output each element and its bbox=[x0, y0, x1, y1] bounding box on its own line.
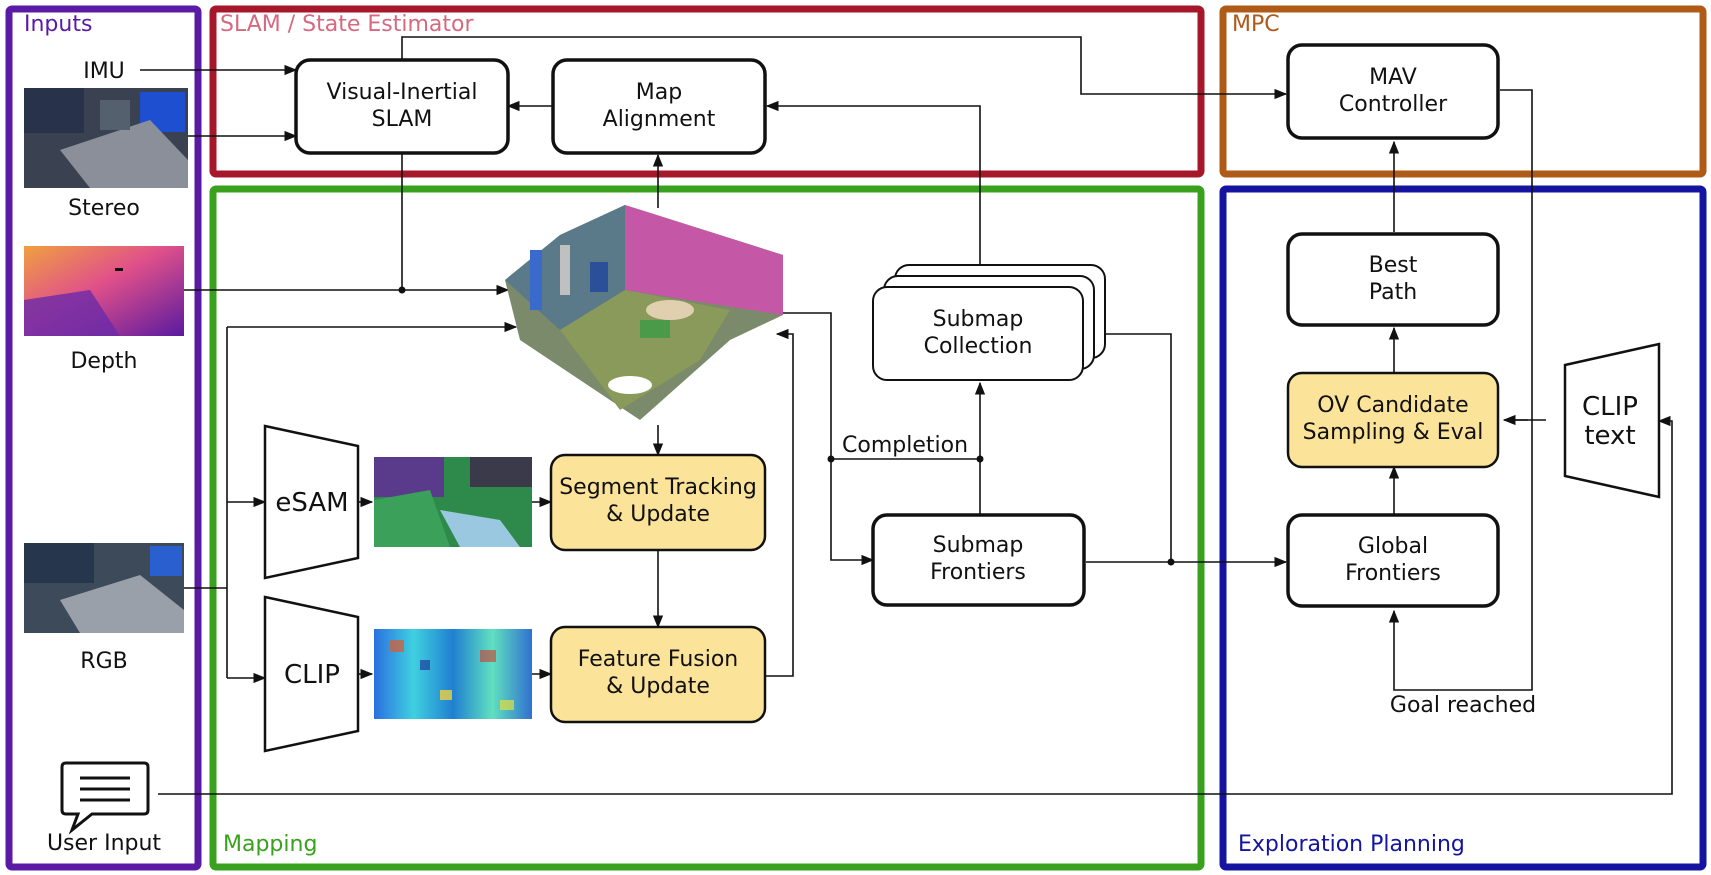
mav-controller-node bbox=[1286, 43, 1500, 140]
svg-text:Feature Fusion& Update: Feature Fusion& Update bbox=[578, 647, 739, 699]
segment-tracking-node bbox=[549, 453, 767, 552]
completion-label: Completion bbox=[842, 433, 968, 458]
submap-collection-line2: Collection bbox=[924, 334, 1033, 359]
mapping-frame bbox=[209, 185, 1205, 871]
3d-map-render bbox=[505, 205, 783, 420]
stereo-label: Stereo bbox=[68, 196, 140, 221]
slam-title: SLAM / State Estimator bbox=[220, 12, 474, 37]
vi-slam-line1: Visual-Inertial bbox=[327, 80, 478, 105]
segment-tracking-line2: & Update bbox=[606, 502, 710, 527]
feature-fusion-line2: & Update bbox=[606, 674, 710, 699]
submap-frontiers-line2: Frontiers bbox=[930, 560, 1026, 585]
segment-tracking-line1: Segment Tracking bbox=[559, 475, 757, 500]
submap-frontiers-line1: Submap bbox=[933, 533, 1024, 558]
vi-slam-node bbox=[294, 58, 510, 155]
mpc-frame bbox=[1219, 5, 1707, 178]
rgb-image bbox=[24, 543, 184, 633]
esam-label: eSAM bbox=[275, 488, 348, 518]
ov-candidate-line1: OV Candidate bbox=[1317, 393, 1468, 418]
feature-fusion-node bbox=[549, 625, 767, 724]
clip-encoder bbox=[263, 595, 360, 753]
goal-reached-label: Goal reached bbox=[1390, 693, 1536, 718]
user-input-label: User Input bbox=[47, 831, 161, 856]
depth-label: Depth bbox=[70, 349, 137, 374]
global-frontiers-node bbox=[1286, 513, 1500, 608]
chat-bubble-icon bbox=[60, 761, 150, 835]
vi-slam-line2: SLAM bbox=[372, 107, 433, 132]
submap-collection-line1: Submap bbox=[933, 307, 1024, 332]
inputs-frame bbox=[5, 5, 202, 871]
rgb-label: RGB bbox=[80, 649, 127, 674]
best-path-line1: Best bbox=[1369, 253, 1418, 278]
best-path-line2: Path bbox=[1369, 280, 1417, 305]
clip-text-line1: CLIP bbox=[1582, 392, 1638, 422]
ov-candidate-node bbox=[1286, 371, 1500, 469]
imu-label: IMU bbox=[83, 59, 125, 84]
mav-controller-line1: MAV bbox=[1369, 65, 1417, 90]
depth-image bbox=[24, 246, 184, 336]
best-path-node bbox=[1286, 232, 1500, 327]
submap-frontiers-node bbox=[871, 513, 1086, 607]
inputs-title: Inputs bbox=[24, 12, 92, 37]
slam-frame bbox=[209, 5, 1205, 178]
exploration-title: Exploration Planning bbox=[1238, 832, 1465, 857]
exploration-frame bbox=[1219, 185, 1707, 871]
feature-heatmap-image bbox=[374, 629, 532, 719]
esam-encoder bbox=[263, 424, 360, 580]
clip-text-line2: text bbox=[1584, 421, 1635, 451]
submap-collection-node bbox=[872, 264, 1106, 381]
stereo-image bbox=[24, 88, 188, 188]
clip-label: CLIP bbox=[284, 660, 340, 690]
clip-text-encoder bbox=[1563, 342, 1661, 499]
map-alignment-line1: Map bbox=[636, 80, 682, 105]
global-frontiers-line2: Frontiers bbox=[1345, 561, 1441, 586]
mapping-title: Mapping bbox=[223, 832, 317, 857]
map-alignment-node bbox=[551, 58, 767, 155]
mpc-title: MPC bbox=[1232, 12, 1280, 37]
svg-text:Segment Tracking& Update: Segment Tracking& Update bbox=[559, 475, 757, 527]
mav-controller-line2: Controller bbox=[1339, 92, 1448, 117]
segmentation-image bbox=[374, 457, 532, 547]
feature-fusion-line1: Feature Fusion bbox=[578, 647, 739, 672]
global-frontiers-line1: Global bbox=[1358, 534, 1428, 559]
ov-candidate-line2: Sampling & Eval bbox=[1303, 420, 1484, 445]
map-alignment-line2: Alignment bbox=[603, 107, 716, 132]
